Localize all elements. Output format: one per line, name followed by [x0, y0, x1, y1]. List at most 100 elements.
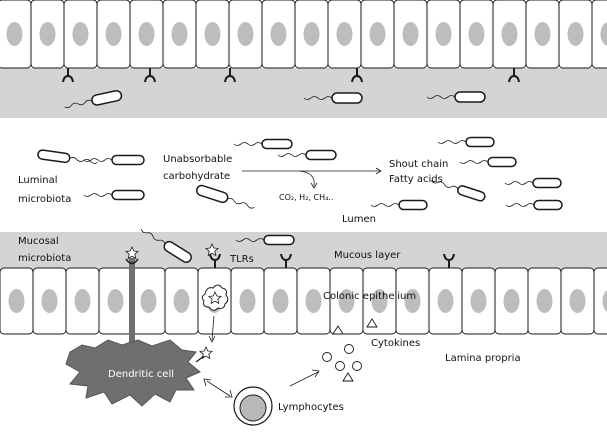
- bacterium-icon: [140, 229, 192, 263]
- cell-nucleus: [503, 289, 520, 313]
- tlr-receptor-icon: [351, 68, 363, 83]
- cell-nucleus: [138, 22, 155, 46]
- cell-nucleus: [171, 22, 188, 46]
- bacterium-icon: [196, 184, 255, 209]
- cell-nucleus: [371, 289, 388, 313]
- tlr-receptor-icon: [443, 253, 455, 268]
- arrowhead-icon: [208, 335, 216, 343]
- cell-nucleus: [6, 22, 23, 46]
- cell-nucleus: [72, 22, 89, 46]
- lymphocytes-label: Lymphocytes: [278, 402, 344, 413]
- cell-nucleus: [470, 289, 487, 313]
- arrowhead-icon: [310, 182, 318, 189]
- bottom-mucus-band: [0, 232, 607, 270]
- cell-nucleus: [39, 22, 56, 46]
- top-epithelium: [0, 0, 607, 69]
- bacterium-icon: [83, 154, 145, 166]
- tlr-receptor-icon: [280, 253, 292, 268]
- dendritic-cell-body: [65, 339, 201, 407]
- cell-nucleus: [237, 22, 254, 46]
- bacterium-icon: [233, 138, 293, 150]
- tlr-receptor-icon: [508, 68, 520, 83]
- dendritic-antigen-stalk: [195, 355, 205, 363]
- top-receptors: [62, 68, 520, 83]
- dendritic-cell-label: Dendritic cell: [108, 369, 174, 380]
- cell-nucleus: [600, 22, 607, 46]
- cell-nucleus: [602, 290, 607, 312]
- mucosal-microbiota-line2: microbiota: [18, 253, 71, 264]
- mucosal-microbiota-line1: Mucosal: [18, 236, 59, 247]
- cytokine-circle-icon: [322, 352, 332, 362]
- cytokines-label: Cytokines: [371, 338, 420, 349]
- tlr-receptor-icon: [144, 68, 156, 83]
- bacterium-icon: [235, 234, 295, 246]
- cytokine-triangle-icon: [332, 325, 344, 335]
- short-chain-fatty-acids-label: Shout chain Fatty acids: [389, 159, 452, 185]
- cytokine-triangle-icon: [366, 318, 378, 328]
- cytokine-triangle-icon: [342, 372, 354, 382]
- bacterium-icon: [277, 149, 337, 161]
- cell-nucleus: [140, 289, 157, 313]
- colonic-epithelium-cells: [0, 267, 607, 335]
- bacterium-icon: [431, 180, 486, 202]
- bottom-receptors: [209, 253, 455, 268]
- dendritic-arm: [129, 258, 135, 363]
- short-chain-line2: Fatty acids: [389, 174, 443, 185]
- cytokines-group: [322, 318, 378, 382]
- cell-nucleus: [501, 22, 518, 46]
- antigen-star-icon: [208, 291, 222, 305]
- short-chain-line1: Shout chain: [389, 159, 448, 170]
- cell-nucleus: [567, 22, 584, 46]
- tlr-receptor-icon: [62, 68, 74, 83]
- bacterium-icon: [37, 149, 98, 164]
- bacterium-icon: [437, 136, 495, 148]
- bacterium-icon: [459, 156, 517, 168]
- cell-nucleus: [173, 289, 190, 313]
- unabsorbable-carbohydrate-line2: carbohydrate: [163, 171, 230, 182]
- cell-nucleus: [402, 22, 419, 46]
- cell-nucleus: [272, 289, 289, 313]
- cell-nucleus: [270, 22, 287, 46]
- luminal-microbiota-label: Luminal microbiota: [18, 175, 71, 205]
- arrowhead-icon: [311, 369, 320, 378]
- gases-label: CO₂, H₂, CH₄..: [279, 193, 333, 202]
- cell-nucleus: [534, 22, 551, 46]
- cell-nucleus: [338, 289, 355, 313]
- lamina-propria-label: Lamina propria: [445, 353, 521, 364]
- lymphocyte-cytokine-arrow: [289, 371, 319, 387]
- cell-nucleus: [8, 289, 25, 313]
- mucosal-microbiota-label: Mucosal microbiota: [18, 236, 71, 264]
- bacterium-icon: [83, 189, 145, 201]
- bacterium-icon: [505, 199, 563, 211]
- lymphocyte-nucleus: [239, 394, 267, 422]
- cell-nucleus: [435, 22, 452, 46]
- cell-nucleus: [74, 289, 91, 313]
- dendritic-lymphocyte-arrow: [206, 380, 231, 397]
- cell-nucleus: [437, 289, 454, 313]
- mucous-layer-label: Mucous layer: [334, 250, 401, 261]
- unabsorbable-carbohydrate-line1: Unabsorbable: [163, 154, 232, 165]
- top-mucus-band: [0, 68, 607, 118]
- transcytosis-arrow: [211, 315, 215, 341]
- cytokine-circle-icon: [352, 361, 362, 371]
- gas-arrow: [299, 170, 315, 187]
- tlr-receptor-icon: [224, 68, 236, 83]
- antigen-star-icon: [125, 246, 139, 260]
- bacterium-icon: [303, 92, 363, 104]
- cell-nucleus: [369, 22, 386, 46]
- luminal-microbiota-line2: microbiota: [18, 194, 71, 205]
- cell-nucleus: [336, 22, 353, 46]
- cytokine-circle-icon: [344, 344, 354, 354]
- cell-nucleus: [107, 289, 124, 313]
- cell-nucleus: [41, 289, 58, 313]
- cell-nucleus: [569, 289, 586, 313]
- cell-nucleus: [204, 22, 221, 46]
- unabsorbable-carbohydrate-label: Unabsorbable carbohydrate: [163, 154, 236, 182]
- bacterium-icon: [64, 90, 123, 109]
- bacterium-icon: [504, 177, 562, 189]
- luminal-microbiota-line1: Luminal: [18, 175, 58, 186]
- arrowhead-icon: [375, 167, 382, 175]
- colonic-epithelium-label: Colonic epithelium: [323, 291, 416, 302]
